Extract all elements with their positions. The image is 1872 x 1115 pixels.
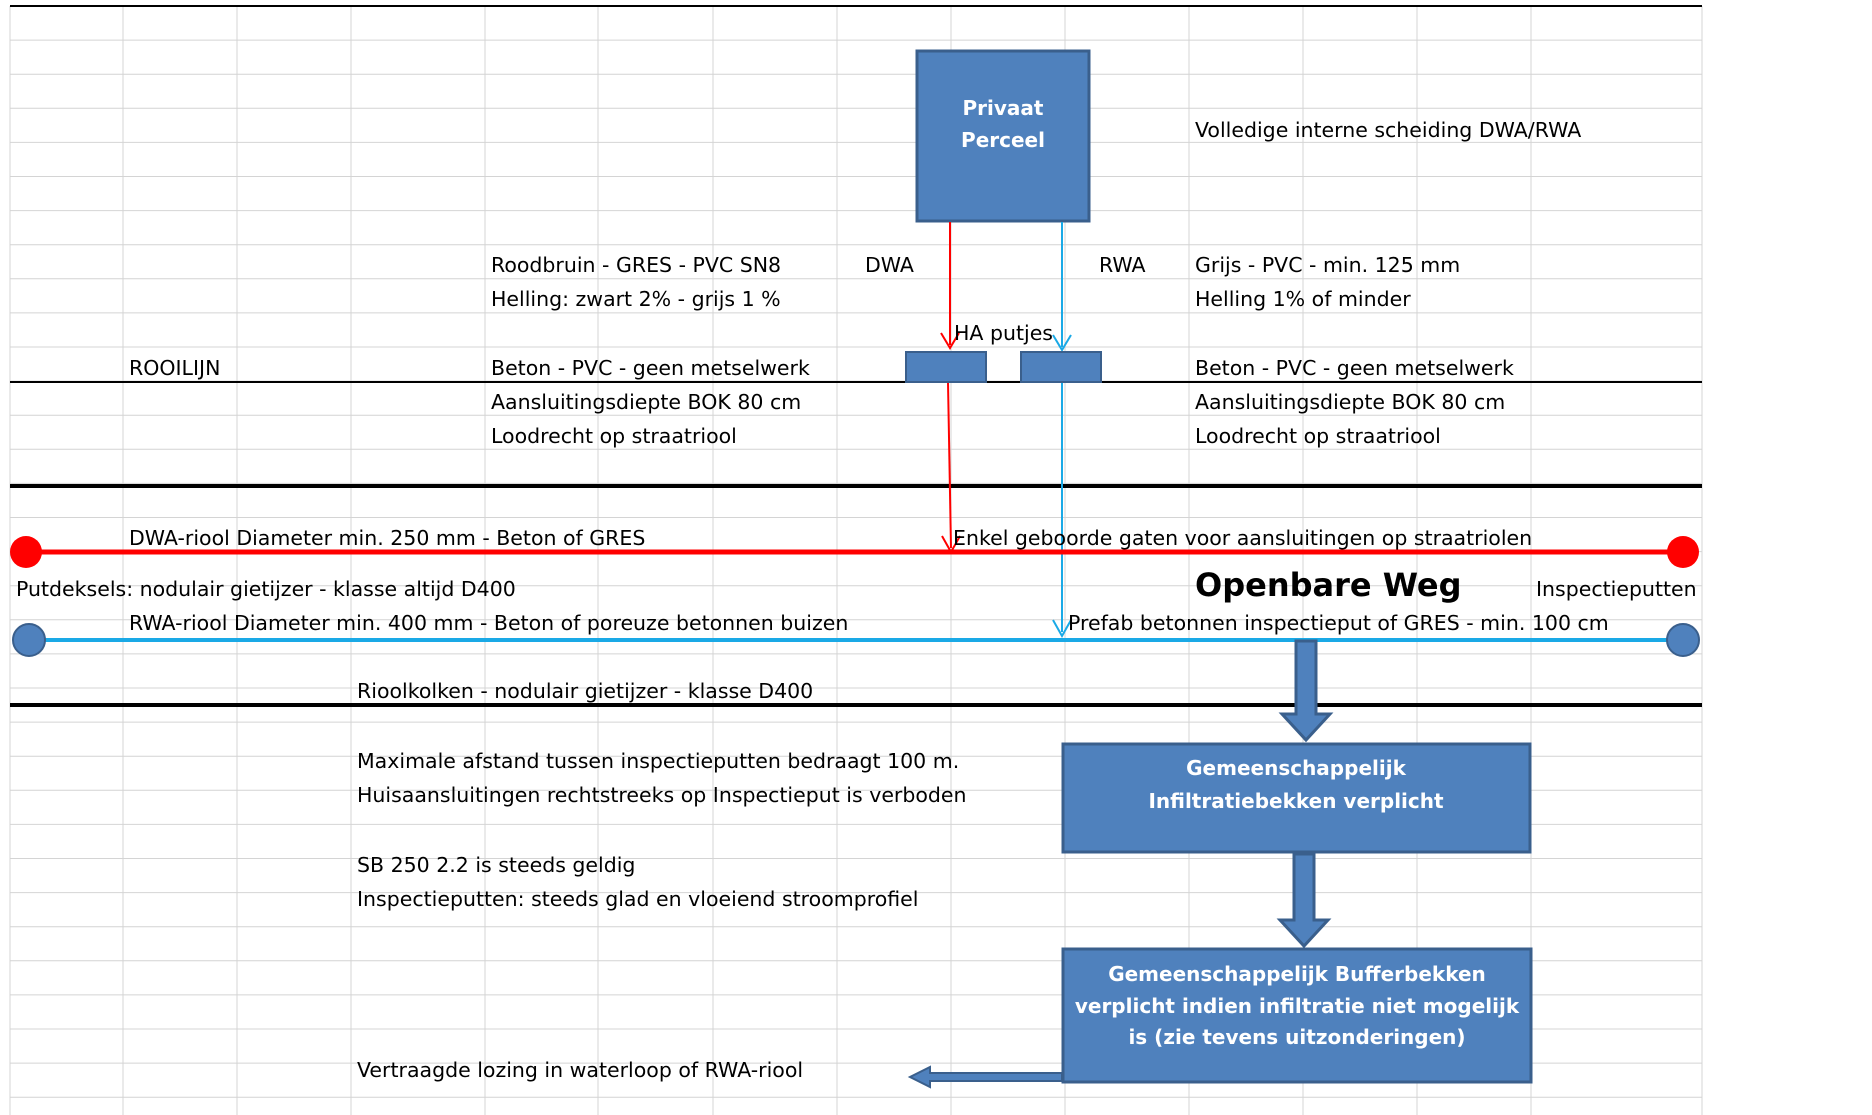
dwa-connection-line-2 bbox=[947, 381, 952, 549]
ha-putjes-label: HA putjes bbox=[954, 321, 1053, 345]
diepte-links-label: Aansluitingsdiepte BOK 80 cm bbox=[491, 390, 801, 414]
loodrecht-rechts-label: Loodrecht op straatriool bbox=[1195, 424, 1441, 448]
openbare-weg-label: Openbare Weg bbox=[1195, 566, 1461, 604]
dwa-materiaal-label: Roodbruin - GRES - PVC SN8 bbox=[491, 253, 781, 277]
dwa-label: DWA bbox=[865, 253, 914, 277]
buffer-label-line3: is (zie tevens uitzonderingen) bbox=[1128, 1025, 1465, 1049]
block-arrow-to-infiltratie bbox=[1278, 639, 1334, 743]
bufferbekken-box bbox=[1061, 947, 1533, 1084]
infiltratiebekken-box bbox=[1061, 742, 1532, 854]
max-afstand-label: Maximale afstand tussen inspectieputten … bbox=[357, 749, 959, 773]
sb250-label: SB 250 2.2 is steeds geldig bbox=[357, 853, 635, 877]
dwa-manhole-right bbox=[1667, 536, 1699, 568]
rwa-arrowhead-2 bbox=[1052, 619, 1072, 639]
beton-rechts-label: Beton - PVC - geen metselwerk bbox=[1195, 356, 1514, 380]
rwa-helling-label: Helling 1% of minder bbox=[1195, 287, 1411, 311]
rwa-manhole-right bbox=[1666, 623, 1700, 657]
rioolkolken-label: Rioolkolken - nodulair gietijzer - klass… bbox=[357, 679, 813, 703]
rooilijn-label: ROOILIJN bbox=[129, 356, 220, 380]
dwa-helling-label: Helling: zwart 2% - grijs 1 % bbox=[491, 287, 781, 311]
dwa-manhole-left bbox=[10, 536, 42, 568]
beton-links-label: Beton - PVC - geen metselwerk bbox=[491, 356, 810, 380]
buffer-label-line2: verplicht indien infiltratie niet mogeli… bbox=[1075, 994, 1520, 1018]
privaat-label-line1: Privaat bbox=[963, 96, 1044, 120]
vertraagde-lozing-label: Vertraagde lozing in waterloop of RWA-ri… bbox=[357, 1058, 803, 1082]
rwa-manhole-left bbox=[12, 623, 46, 657]
dwa-arrowhead-1 bbox=[940, 332, 960, 350]
huisaansluitingen-label: Huisaansluitingen rechtstreeks op Inspec… bbox=[357, 783, 967, 807]
loodrecht-links-label: Loodrecht op straatriool bbox=[491, 424, 737, 448]
block-arrow-to-buffer bbox=[1276, 852, 1332, 949]
inspectieputten-label: Inspectieputten bbox=[1536, 577, 1697, 601]
scheiding-label: Volledige interne scheiding DWA/RWA bbox=[1195, 118, 1581, 142]
prefab-label: Prefab betonnen inspectieput of GRES - m… bbox=[1068, 611, 1609, 635]
rwa-materiaal-label: Grijs - PVC - min. 125 mm bbox=[1195, 253, 1460, 277]
privaat-label-line2: Perceel bbox=[961, 128, 1045, 152]
dwa-riool-label: DWA-riool Diameter min. 250 mm - Beton o… bbox=[129, 526, 645, 550]
rwa-label: RWA bbox=[1099, 253, 1146, 277]
privaat-perceel-box bbox=[915, 49, 1091, 223]
rwa-arrowhead-1 bbox=[1052, 334, 1072, 352]
ha-putje-rwa bbox=[1020, 351, 1102, 383]
infiltratie-label-line2: Infiltratiebekken verplicht bbox=[1148, 789, 1444, 813]
infiltratie-label-line1: Gemeenschappelijk bbox=[1186, 756, 1406, 780]
ha-putje-dwa bbox=[905, 351, 987, 383]
putdeksels-label: Putdeksels: nodulair gietijzer - klasse … bbox=[16, 577, 516, 601]
diepte-rechts-label: Aansluitingsdiepte BOK 80 cm bbox=[1195, 390, 1505, 414]
rwa-riool-label: RWA-riool Diameter min. 400 mm - Beton o… bbox=[129, 611, 848, 635]
buffer-label-line1: Gemeenschappelijk Bufferbekken bbox=[1108, 962, 1486, 986]
stroomprofiel-label: Inspectieputten: steeds glad en vloeiend… bbox=[357, 887, 918, 911]
outflow-arrow bbox=[907, 1065, 1063, 1089]
geboorde-gaten-label: Enkel geboorde gaten voor aansluitingen … bbox=[953, 526, 1532, 550]
